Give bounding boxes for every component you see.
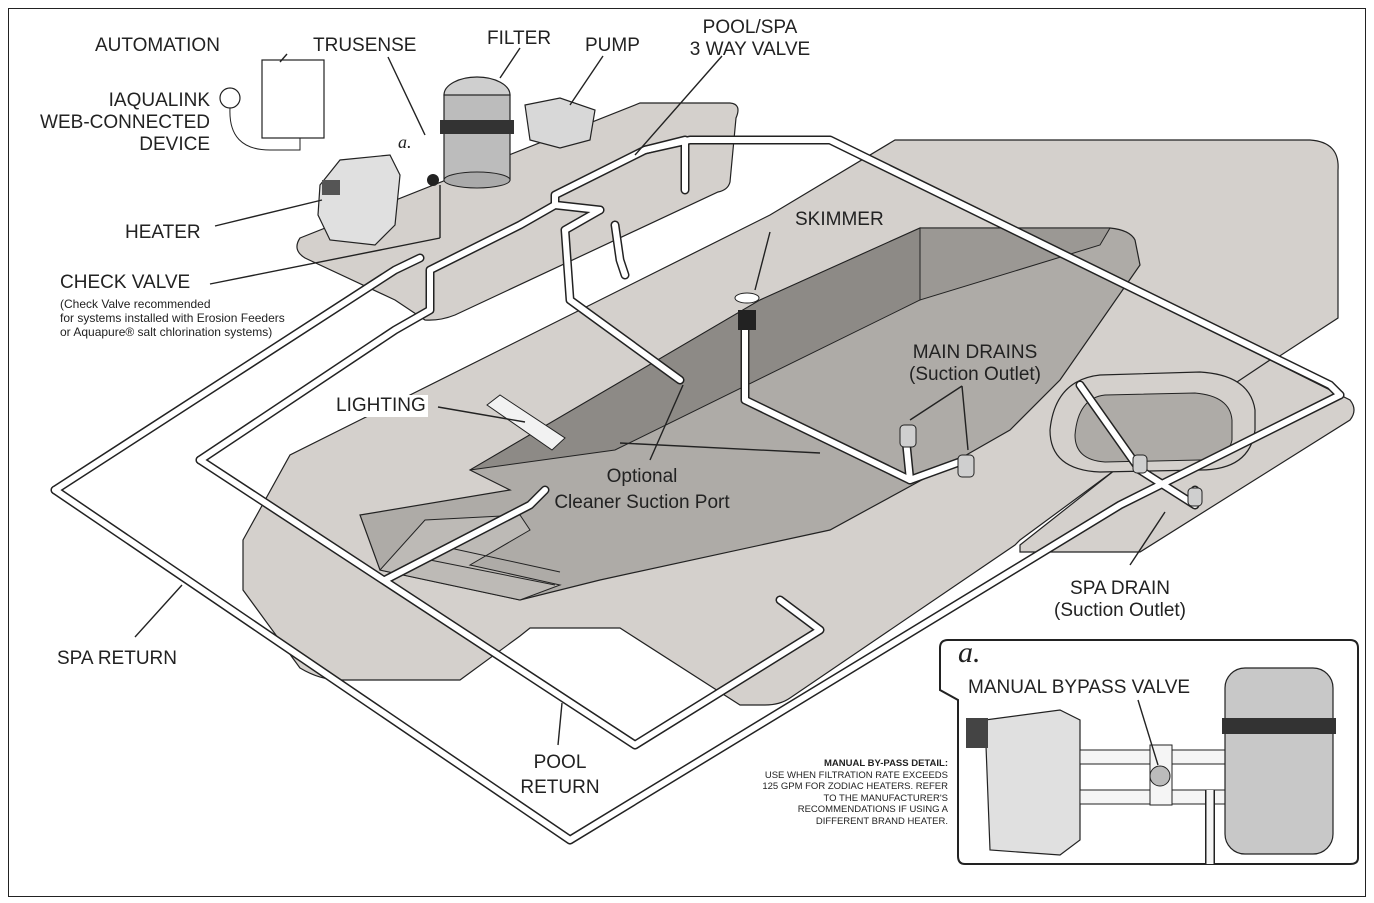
pipes [50, 135, 1345, 845]
spa-drains [1132, 454, 1203, 507]
label-pool-spa-valve-line1: POOL/SPA [702, 17, 798, 38]
label-detail-marker: a. [958, 636, 981, 669]
bypass-detail-line3: TO THE MANUFACTURER'S [823, 792, 948, 804]
label-lighting: LIGHTING [334, 395, 428, 417]
check-valve-note-line2: for systems installed with Erosion Feede… [60, 311, 285, 325]
heater-unit [317, 154, 401, 246]
check-valve-note: (Check Valve recommended for systems ins… [60, 297, 285, 339]
check-valve [427, 174, 439, 186]
label-iaqualink: IAQUALINK WEB-CONNECTED DEVICE [10, 90, 210, 156]
bypass-detail-line1: USE WHEN FILTRATION RATE EXCEEDS [764, 769, 948, 781]
bypass-detail-line2: 125 GPM FOR ZODIAC HEATERS. REFER [762, 781, 948, 792]
label-spa-drain-line2: (Suction Outlet) [1054, 600, 1186, 621]
pool-wall-right [919, 227, 1111, 301]
check-valve-note-line1: (Check Valve recommended [60, 297, 211, 311]
label-pool-spa-valve-line2: 3 WAY VALVE [689, 39, 811, 60]
main-drains [899, 424, 975, 478]
iaqualink-device [219, 87, 301, 151]
skimmer [734, 292, 760, 330]
label-check-valve: CHECK VALVE [60, 272, 191, 293]
bypass-detail-text: MANUAL BY-PASS DETAIL: USE WHEN FILTRATI… [700, 758, 948, 827]
label-main-drains-line1: MAIN DRAINS [912, 342, 1038, 363]
pool-steps [379, 514, 562, 601]
diagram-frame [8, 8, 1366, 897]
leader-lines [134, 47, 1166, 746]
label-pool-return: POOL RETURN [505, 752, 615, 799]
label-manual-bypass: MANUAL BYPASS VALVE [968, 677, 1191, 698]
label-filter: FILTER [487, 28, 552, 49]
label-pump: PUMP [585, 35, 640, 56]
automation-box [261, 59, 325, 139]
label-main-drains: MAIN DRAINS (Suction Outlet) [895, 342, 1055, 386]
label-heater: HEATER [125, 222, 201, 243]
label-iaqualink-line2: WEB-CONNECTED [40, 112, 210, 133]
label-iaqualink-line1: IAQUALINK [108, 90, 210, 111]
filter-unit [440, 76, 514, 189]
label-cleaner-port: Optional Cleaner Suction Port [532, 466, 752, 514]
label-spa-return: SPA RETURN [57, 648, 178, 669]
bypass-detail-title: MANUAL BY-PASS DETAIL: [823, 758, 948, 769]
spa-interior [1074, 392, 1233, 463]
label-pool-return-line1: POOL [533, 752, 587, 773]
label-main-drains-line2: (Suction Outlet) [909, 364, 1041, 385]
bypass-detail-line5: DIFFERENT BRAND HEATER. [815, 815, 948, 827]
pump-unit [524, 97, 596, 149]
label-cleaner-port-line1: Optional [606, 466, 678, 487]
pool-light [486, 394, 566, 451]
label-iaqualink-line3: DEVICE [139, 134, 210, 155]
label-pool-spa-valve: POOL/SPA 3 WAY VALVE [675, 17, 825, 61]
label-skimmer: SKIMMER [795, 209, 884, 230]
check-valve-note-line3: or Aquapure® salt chlorination systems) [60, 325, 273, 339]
label-pool-return-line2: RETURN [520, 777, 600, 798]
label-automation: AUTOMATION [95, 35, 220, 56]
bypass-detail-inset [939, 639, 1359, 865]
label-cleaner-port-line2: Cleaner Suction Port [554, 492, 730, 513]
label-spa-drain-line1: SPA DRAIN [1070, 578, 1170, 599]
label-trusense: TRUSENSE [313, 35, 417, 56]
label-spa-drain: SPA DRAIN (Suction Outlet) [1040, 578, 1200, 622]
bypass-detail-line4: RECOMMENDATIONS IF USING A [797, 804, 948, 815]
label-detail-marker-small: a. [398, 132, 412, 152]
